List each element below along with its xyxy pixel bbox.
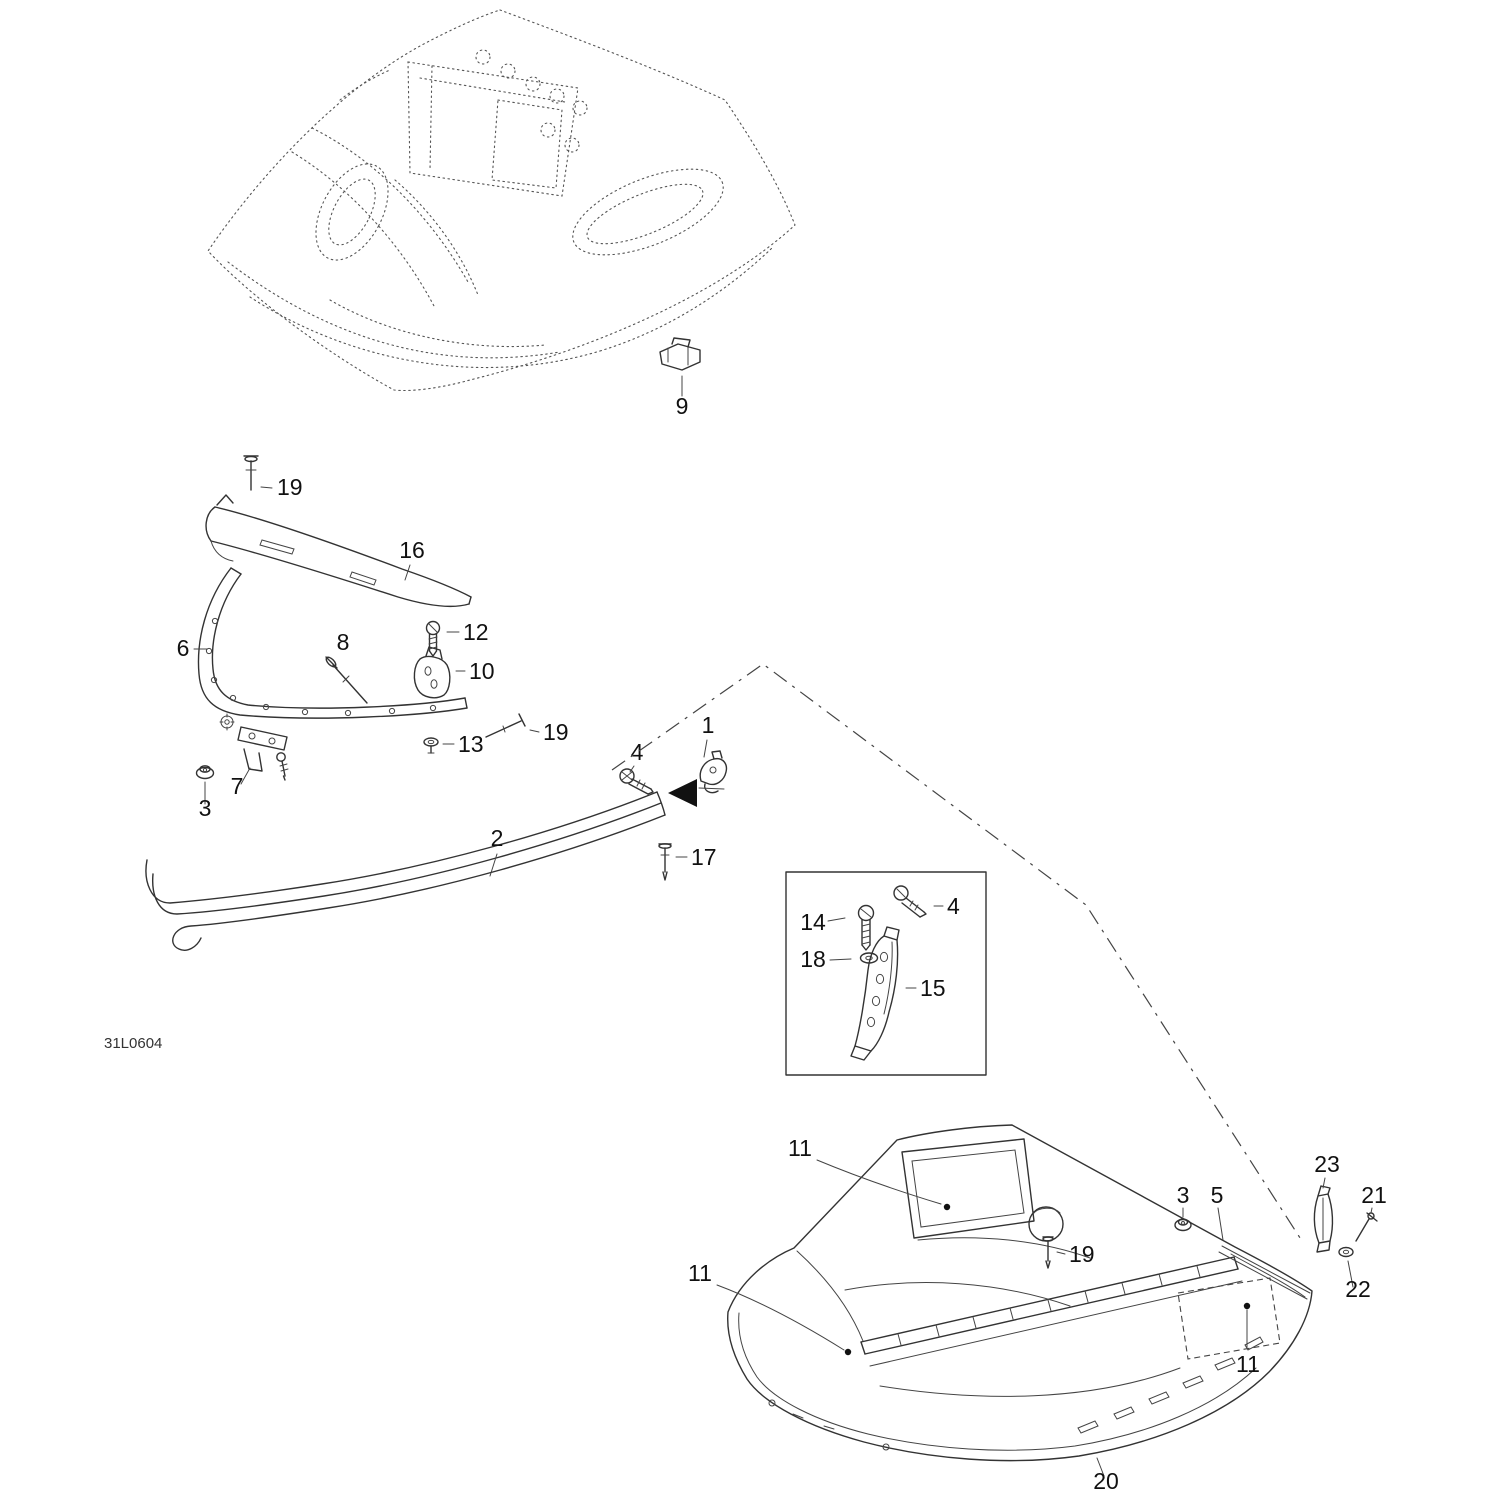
callout-19-top-label: 19 — [277, 474, 303, 500]
callout-15-label: 15 — [920, 975, 946, 1001]
callout-10-label: 10 — [469, 658, 495, 684]
part-6-support-rail — [198, 568, 467, 718]
leader-21 — [1371, 1208, 1372, 1213]
leader-20 — [1097, 1458, 1104, 1476]
direction-arrow — [668, 779, 697, 807]
part-9-latch — [660, 338, 700, 370]
leader-4-upper — [630, 766, 634, 772]
part-20-bottom-pan — [728, 1125, 1312, 1461]
drawing-code: 31L0604 — [104, 1035, 162, 1052]
callout-3-upper-label: 3 — [199, 795, 212, 821]
callout-2-label: 2 — [491, 825, 504, 851]
part-12-screw — [427, 622, 440, 657]
leader-16 — [405, 565, 410, 580]
leader-19-middle — [530, 730, 539, 732]
callout-11c-label: 11 — [1236, 1351, 1260, 1377]
leader-7 — [241, 768, 250, 784]
callout-22-label: 22 — [1345, 1276, 1371, 1302]
part-23-bracket — [1314, 1186, 1332, 1252]
callout-9-label: 9 — [676, 393, 689, 419]
callout-13-label: 13 — [458, 731, 484, 757]
leader-14 — [828, 918, 845, 921]
leader-19-top — [261, 487, 272, 488]
part-3-nut-pan — [1175, 1219, 1191, 1231]
callout-4-inset-label: 4 — [947, 893, 960, 919]
part-17-pin — [659, 844, 671, 880]
callout-19-pan-label: 19 — [1069, 1241, 1095, 1267]
callout-19-middle-label: 19 — [543, 719, 569, 745]
construction-line — [612, 664, 1302, 1241]
callout-21-label: 21 — [1361, 1182, 1387, 1208]
hood-ghost-outline — [208, 10, 795, 391]
callout-14-label: 14 — [800, 909, 826, 935]
callout-11b-label: 11 — [688, 1260, 712, 1286]
part-3-nut-upper — [197, 766, 214, 779]
part-21-rivet — [1356, 1213, 1377, 1241]
callout-1-label: 1 — [702, 712, 715, 738]
callout-8-label: 8 — [337, 629, 350, 655]
leader-2 — [490, 854, 497, 876]
leader-23 — [1323, 1178, 1325, 1188]
part-13-nut — [424, 738, 438, 753]
part-5-molding — [1219, 1246, 1310, 1299]
callout-20-label: 20 — [1093, 1468, 1119, 1494]
leader-22 — [1348, 1261, 1353, 1287]
part-19-rivet-top — [244, 456, 258, 490]
leader-11a — [817, 1160, 941, 1204]
part-4-bolt-upper — [620, 769, 653, 794]
inset-detail-box — [786, 872, 986, 1075]
callout-3-pan-label: 3 — [1177, 1182, 1190, 1208]
part-22-washer — [1339, 1248, 1353, 1257]
part-16-deflector — [206, 495, 471, 606]
callout-6-label: 6 — [177, 635, 190, 661]
leader-19-pan — [1057, 1252, 1065, 1254]
part-19-rivet-middle — [486, 714, 525, 737]
callout-dot-11b — [844, 1348, 852, 1356]
callout-12-label: 12 — [463, 619, 489, 645]
leader-1 — [704, 740, 707, 757]
leader-18 — [830, 959, 851, 960]
callout-18-label: 18 — [800, 946, 826, 972]
callout-23-label: 23 — [1314, 1151, 1340, 1177]
leader-11b — [717, 1285, 844, 1350]
part-2-bumper — [146, 792, 665, 950]
part-19-rivet-pan — [1043, 1237, 1053, 1268]
callout-17-label: 17 — [691, 844, 717, 870]
callout-11a-label: 11 — [788, 1135, 812, 1161]
callout-4-upper-label: 4 — [631, 739, 644, 765]
part-8-pin — [325, 656, 367, 703]
callout-dot-11c — [1243, 1302, 1251, 1310]
callout-5-label: 5 — [1211, 1182, 1224, 1208]
part-7-bracket — [220, 714, 288, 780]
callout-7-label: 7 — [231, 773, 244, 799]
part-10-bracket — [414, 647, 449, 698]
callout-16-label: 16 — [399, 537, 425, 563]
callout-dot-11a — [943, 1203, 951, 1211]
part-1-latch — [699, 751, 726, 793]
leader-5 — [1218, 1208, 1223, 1240]
